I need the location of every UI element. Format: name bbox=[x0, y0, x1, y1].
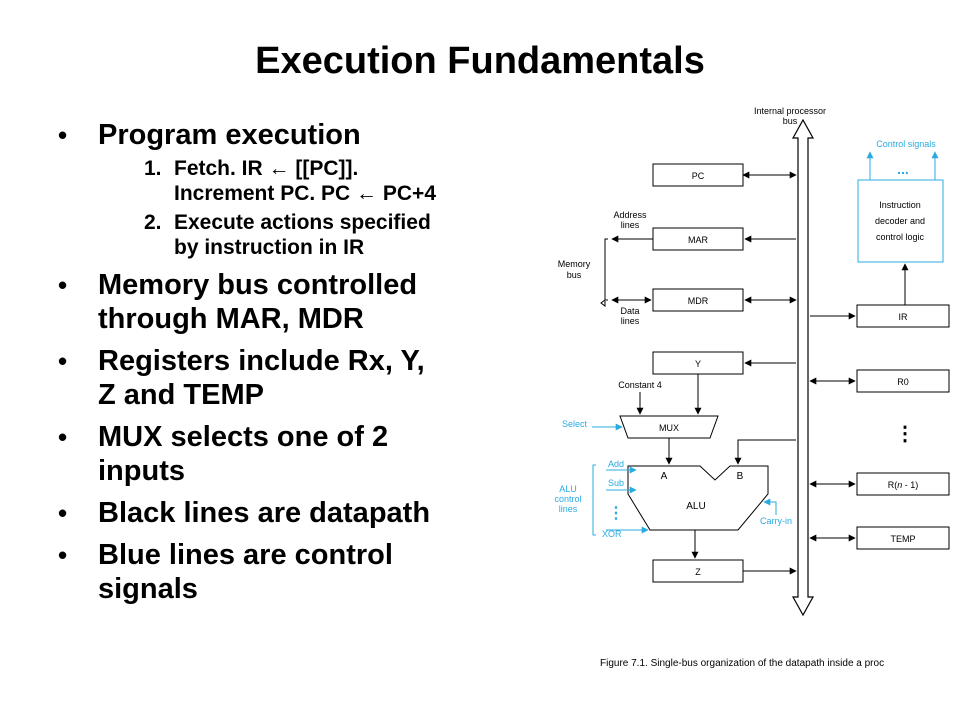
mux-box bbox=[619, 415, 719, 439]
sub-text: Execute actions specified bbox=[174, 211, 431, 234]
ellipsis-icon: ⋮ bbox=[895, 423, 915, 445]
memory-bus: Memory bus bbox=[558, 238, 608, 307]
bullet-text: Registers include Rx, Y, bbox=[98, 345, 425, 377]
sub-item-fetch: 1. Fetch. IR ← [[PC]]. Increment PC. PC … bbox=[144, 156, 538, 206]
alu-control-lines: Add Sub ⋮ XOR ALU control lines Carry-in bbox=[554, 459, 792, 539]
bullet-item: • Registers include Rx, Y, Z and TEMP bbox=[58, 344, 538, 412]
sub-number: 2. bbox=[144, 211, 162, 234]
decoder-label: Instruction bbox=[879, 200, 921, 210]
y-register: Y bbox=[652, 351, 796, 415]
bullet-text: Program execution bbox=[98, 119, 361, 151]
slide-title: Execution Fundamentals bbox=[255, 40, 705, 82]
pc-label: PC bbox=[692, 171, 705, 181]
bullet-dot: • bbox=[58, 422, 68, 452]
mdr-label: MDR bbox=[688, 296, 709, 306]
sub-item-execute: 2. Execute actions specified by instruct… bbox=[144, 210, 538, 260]
mdr-register: MDR Data lines bbox=[611, 288, 797, 326]
alu: A B ALU bbox=[627, 439, 796, 559]
bullet-dot: • bbox=[58, 346, 68, 376]
bullet-text: Black lines are datapath bbox=[98, 497, 431, 529]
bullet-text: Blue lines are control bbox=[98, 539, 393, 571]
temp-label: TEMP bbox=[890, 534, 915, 544]
sub-text: by instruction in IR bbox=[174, 236, 365, 259]
control-unit: Control signals ... Instruction decoder … bbox=[857, 139, 944, 305]
bullet-dot: • bbox=[58, 498, 68, 528]
processor-bus: Internal processor bus bbox=[754, 106, 826, 617]
ellipsis-icon: ... bbox=[897, 161, 909, 177]
r0-label: R0 bbox=[897, 377, 909, 387]
y-label: Y bbox=[695, 359, 701, 369]
decoder-box bbox=[857, 179, 944, 263]
sub-label: Sub bbox=[608, 478, 624, 488]
temp-register: TEMP bbox=[809, 526, 950, 550]
sub-number: 1. bbox=[144, 157, 162, 180]
bullet-item: • MUX selects one of 2 inputs bbox=[58, 420, 538, 488]
alu-control-label: lines bbox=[559, 504, 578, 514]
figure-caption: Figure 7.1. Single-bus organization of t… bbox=[600, 658, 884, 669]
alu-control-label: control bbox=[554, 494, 581, 504]
bullet-item: • Memory bus controlled through MAR, MDR bbox=[58, 268, 538, 336]
bullet-text: Z and TEMP bbox=[98, 379, 264, 411]
bullet-dot: • bbox=[58, 270, 68, 300]
add-label: Add bbox=[608, 459, 624, 469]
constant-label: Constant 4 bbox=[618, 380, 662, 390]
control-signals-label: Control signals bbox=[876, 139, 936, 149]
rn-register: R(n - 1) bbox=[809, 472, 950, 496]
carry-in-label: Carry-in bbox=[760, 516, 792, 526]
alu-box bbox=[627, 465, 769, 531]
bullet-item: • Blue lines are control signals bbox=[58, 538, 538, 606]
mux: Constant 4 MUX Select bbox=[562, 380, 719, 465]
mar-label: MAR bbox=[688, 235, 709, 245]
xor-label: XOR bbox=[602, 529, 622, 539]
select-label: Select bbox=[562, 419, 588, 429]
bullet-dot: • bbox=[58, 120, 68, 150]
memory-bus-label: Memory bbox=[558, 259, 591, 269]
decoder-label: decoder and bbox=[875, 216, 925, 226]
ir-register: IR bbox=[810, 304, 950, 328]
bullet-text: signals bbox=[98, 573, 198, 605]
ir-label: IR bbox=[899, 312, 909, 322]
bullet-text: inputs bbox=[98, 455, 185, 487]
bullet-item: • Black lines are datapath bbox=[58, 496, 538, 530]
alu-control-label: ALU bbox=[559, 484, 577, 494]
data-lines-label: Data bbox=[620, 306, 639, 316]
r0-register: R0 bbox=[809, 369, 950, 393]
mar-register: MAR Address lines bbox=[611, 210, 796, 251]
memory-bus-label: bus bbox=[567, 270, 582, 280]
alu-b-label: B bbox=[737, 471, 744, 482]
bus-label: Internal processor bbox=[754, 106, 826, 116]
z-label: Z bbox=[695, 567, 701, 577]
bullet-dot: • bbox=[58, 540, 68, 570]
ellipsis-icon: ⋮ bbox=[608, 505, 624, 522]
alu-label: ALU bbox=[686, 501, 705, 512]
bullet-text: through MAR, MDR bbox=[98, 303, 364, 335]
bus-label: bus bbox=[783, 116, 798, 126]
sub-list: 1. Fetch. IR ← [[PC]]. Increment PC. PC … bbox=[144, 156, 538, 260]
alu-a-label: A bbox=[661, 471, 668, 482]
sub-text: Increment PC. PC ← PC+4 bbox=[174, 182, 436, 205]
address-lines-label: Address bbox=[613, 210, 647, 220]
data-lines-label: lines bbox=[621, 316, 640, 326]
pc-register: PC bbox=[652, 163, 797, 187]
bullet-item: • Program execution 1. Fetch. IR ← [[PC]… bbox=[58, 118, 538, 260]
mux-label: MUX bbox=[659, 423, 679, 433]
bullet-list: • Program execution 1. Fetch. IR ← [[PC]… bbox=[58, 118, 538, 614]
datapath-diagram: Internal processor bus Control signals .… bbox=[554, 106, 950, 669]
rn-label: R(n - 1) bbox=[888, 480, 919, 490]
decoder-label: control logic bbox=[876, 232, 925, 242]
address-lines-label: lines bbox=[621, 220, 640, 230]
bullet-text: Memory bus controlled bbox=[98, 269, 418, 301]
bullet-text: MUX selects one of 2 bbox=[98, 421, 389, 453]
sub-text: Fetch. IR ← [[PC]]. bbox=[174, 157, 359, 180]
z-register: Z bbox=[652, 559, 797, 583]
